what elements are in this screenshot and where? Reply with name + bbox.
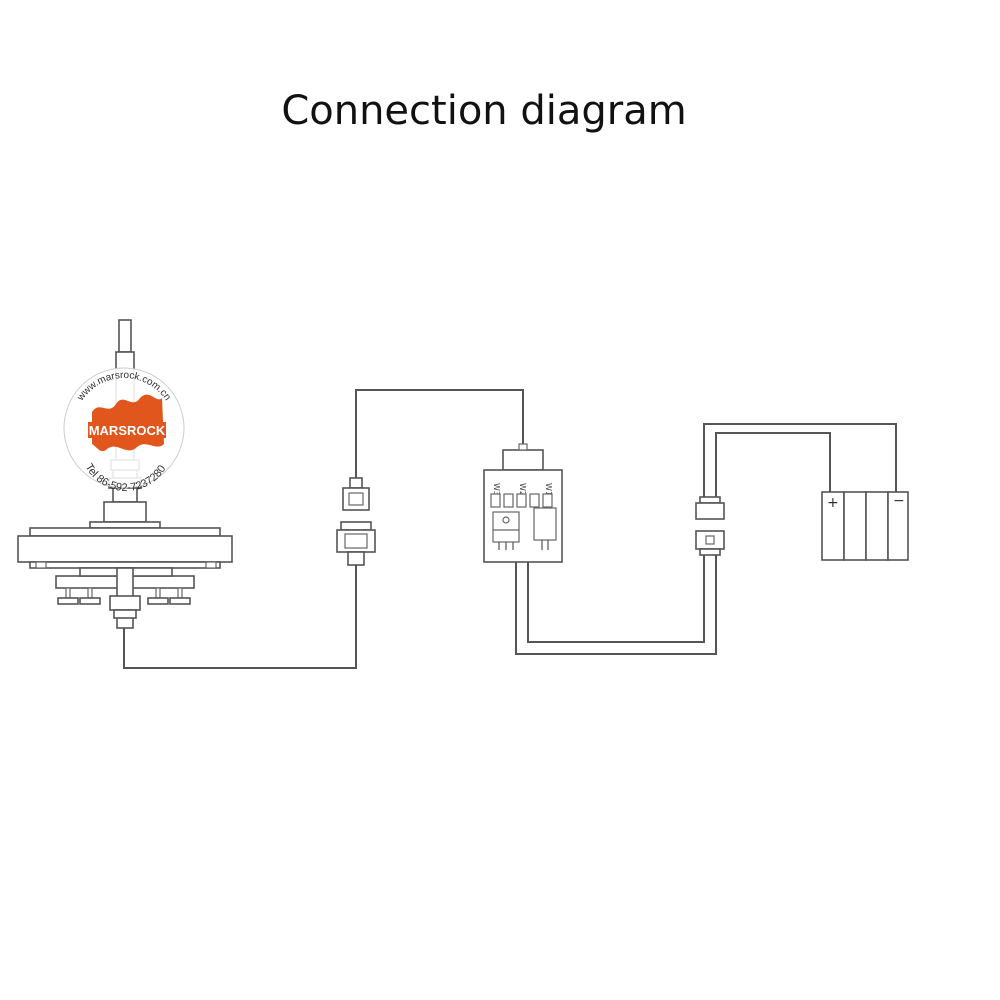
terminal-block — [529, 493, 540, 508]
logo-brand-band — [88, 422, 166, 438]
charge-controller: W3 W2 W1 — [483, 443, 563, 563]
pin-label-w3: W3 — [492, 483, 501, 496]
wire-controller-to-connector-outer — [515, 555, 717, 655]
voltage-regulator-component — [492, 511, 520, 550]
wire-turbine-to-plug — [123, 565, 357, 669]
pin-label-w2: W2 — [518, 483, 527, 496]
page-title: Connection diagram — [281, 88, 687, 134]
terminal-block — [503, 493, 514, 508]
wires — [123, 389, 897, 669]
wire-plug-to-controller — [355, 389, 524, 478]
plug-connector-battery — [695, 496, 725, 556]
battery-negative-sign: − — [893, 493, 905, 509]
wire-connector-to-battery-outer — [703, 423, 897, 497]
terminal-block — [542, 493, 553, 508]
battery-bank: + − — [821, 491, 909, 561]
logo-brand-text: MARSROCK — [89, 423, 166, 438]
wire-connector-to-battery-inner — [715, 432, 831, 497]
plug-connector-turbine — [336, 477, 376, 566]
terminal-block — [516, 493, 527, 508]
pin-label-w1: W1 — [544, 483, 553, 496]
marsrock-watermark-logo: MARSROCK www.marsrock.com.cn Tel 86-592-… — [63, 367, 185, 494]
capacitor-component — [533, 507, 557, 550]
battery-positive-sign: + — [827, 495, 839, 511]
terminal-block — [490, 493, 501, 508]
wire-controller-to-connector-inner — [527, 555, 705, 643]
